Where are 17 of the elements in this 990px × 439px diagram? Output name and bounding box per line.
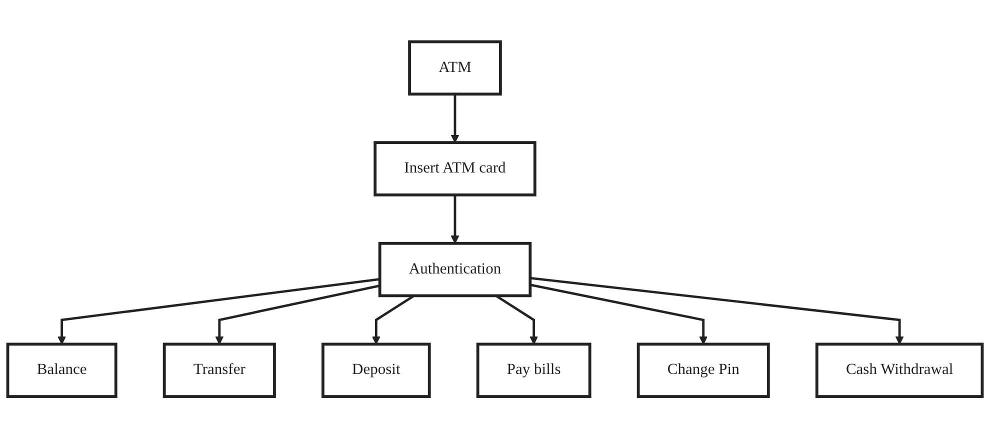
node-box: Insert ATM card: [374, 141, 536, 197]
node-box: Balance: [6, 343, 118, 398]
node-box: Authentication: [378, 242, 532, 298]
node-box: ATM: [408, 40, 502, 96]
arrow: [450, 94, 460, 144]
arrow: [450, 195, 460, 244]
arrow: [215, 284, 380, 345]
arrow: [58, 278, 380, 345]
node-box: Change Pin: [636, 343, 770, 398]
node-box: Transfer: [162, 343, 276, 398]
arrow: [530, 277, 904, 345]
arrow: [372, 295, 415, 345]
node-box: Cash Withdrawal: [815, 343, 984, 398]
node-box: Deposit: [322, 343, 431, 398]
arrow: [530, 284, 708, 345]
node-box: Pay bills: [476, 343, 592, 398]
arrow: [495, 295, 538, 345]
